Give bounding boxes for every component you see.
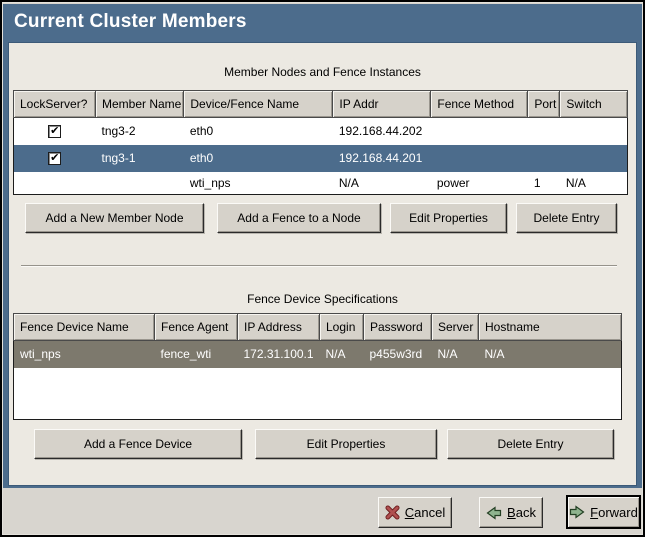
edit-properties-button-fence[interactable]: Edit Properties: [255, 429, 437, 459]
col-header-server[interactable]: Server: [431, 313, 479, 341]
members-table-header-row: LockServer? Member Name Device/Fence Nam…: [13, 90, 629, 118]
back-button[interactable]: Back: [479, 497, 543, 528]
delete-entry-button-fence[interactable]: Delete Entry: [447, 429, 614, 459]
cell-ip-addr: 192.168.44.202: [332, 117, 431, 145]
cell-fence-device-name: wti_nps: [13, 340, 155, 368]
fence-table-caption: Fence Device Specifications: [247, 292, 398, 306]
member-row-tng3-2[interactable]: tng3-2 eth0 192.168.44.202: [13, 117, 628, 145]
cell-fence-agent: fence_wti: [154, 340, 238, 368]
cancel-x-icon: [385, 505, 400, 520]
arrow-right-icon: [570, 505, 585, 519]
cancel-button[interactable]: Cancel: [378, 497, 452, 528]
cell-hostname: N/A: [478, 340, 622, 368]
cell-member-name: tng3-2: [95, 117, 184, 145]
cell-fence-method: power: [430, 171, 528, 195]
cell-ip-addr: 192.168.44.201: [332, 144, 431, 172]
member-nodes-table: LockServer? Member Name Device/Fence Nam…: [13, 90, 629, 195]
cancel-button-label: Cancel: [404, 505, 446, 520]
arrow-left-icon: [486, 505, 502, 520]
cell-switch: N/A: [559, 171, 628, 195]
fence-device-row-wti-nps-selected[interactable]: wti_nps fence_wti 172.31.100.1 N/A p455w…: [13, 340, 622, 368]
delete-entry-button-members[interactable]: Delete Entry: [516, 203, 617, 233]
cell-server: N/A: [431, 340, 479, 368]
members-table-caption: Member Nodes and Fence Instances: [224, 65, 421, 79]
cell-ip-addr: N/A: [332, 171, 431, 195]
cell-port: [527, 117, 560, 145]
add-fence-device-button[interactable]: Add a Fence Device: [34, 429, 242, 459]
col-header-fence-agent[interactable]: Fence Agent: [154, 313, 238, 341]
fence-table-header-row: Fence Device Name Fence Agent IP Address…: [13, 313, 622, 341]
col-header-fence-method[interactable]: Fence Method: [430, 90, 529, 118]
cell-member-name: [95, 171, 184, 195]
add-fence-to-node-button[interactable]: Add a Fence to a Node: [217, 203, 381, 233]
cell-port: 1: [527, 171, 560, 195]
col-header-switch[interactable]: Switch: [559, 90, 629, 118]
cell-fence-method: [430, 117, 528, 145]
col-header-ip-address[interactable]: IP Address: [237, 313, 320, 341]
edit-properties-button-members[interactable]: Edit Properties: [390, 203, 507, 233]
page-title: Current Cluster Members: [14, 11, 247, 32]
cell-switch: [559, 144, 628, 172]
col-header-password[interactable]: Password: [363, 313, 432, 341]
col-header-login[interactable]: Login: [319, 313, 364, 341]
cell-switch: [559, 117, 628, 145]
content-panel: Member Nodes and Fence Instances LockSer…: [8, 42, 637, 486]
cell-device-fence-name: wti_nps: [183, 171, 333, 195]
lockserver-checkbox[interactable]: [48, 125, 62, 139]
cell-device-fence-name: eth0: [183, 144, 333, 172]
col-header-ip-addr[interactable]: IP Addr: [332, 90, 432, 118]
col-header-hostname[interactable]: Hostname: [478, 313, 622, 341]
add-new-member-node-button[interactable]: Add a New Member Node: [25, 203, 204, 233]
fence-devices-table: Fence Device Name Fence Agent IP Address…: [13, 313, 622, 420]
col-header-member-name[interactable]: Member Name: [94, 90, 185, 118]
forward-button[interactable]: Forward: [566, 495, 641, 529]
cell-member-name: tng3-1: [95, 144, 184, 172]
cell-ip-address: 172.31.100.1: [237, 340, 320, 368]
member-row-tng3-1-selected[interactable]: tng3-1 eth0 192.168.44.201: [13, 144, 628, 172]
col-header-device-fence-name[interactable]: Device/Fence Name: [183, 90, 334, 118]
cell-port: [527, 144, 560, 172]
fence-instance-row-wti-nps[interactable]: wti_nps N/A power 1 N/A: [13, 171, 628, 195]
back-button-label: Back: [507, 505, 536, 520]
cell-password: p455w3rd: [363, 340, 432, 368]
section-separator: [21, 265, 617, 267]
lockserver-checkbox[interactable]: [48, 152, 62, 166]
cell-device-fence-name: eth0: [183, 117, 333, 145]
cell-login: N/A: [319, 340, 364, 368]
col-header-fence-device-name[interactable]: Fence Device Name: [13, 313, 155, 341]
empty-table-area: [13, 367, 622, 420]
forward-button-label: Forward: [590, 504, 638, 520]
col-header-lockserver[interactable]: LockServer?: [13, 90, 96, 118]
wizard-frame: Current Cluster Members Member Nodes and…: [3, 4, 642, 488]
cell-fence-method: [430, 144, 528, 172]
col-header-port[interactable]: Port: [527, 90, 561, 118]
